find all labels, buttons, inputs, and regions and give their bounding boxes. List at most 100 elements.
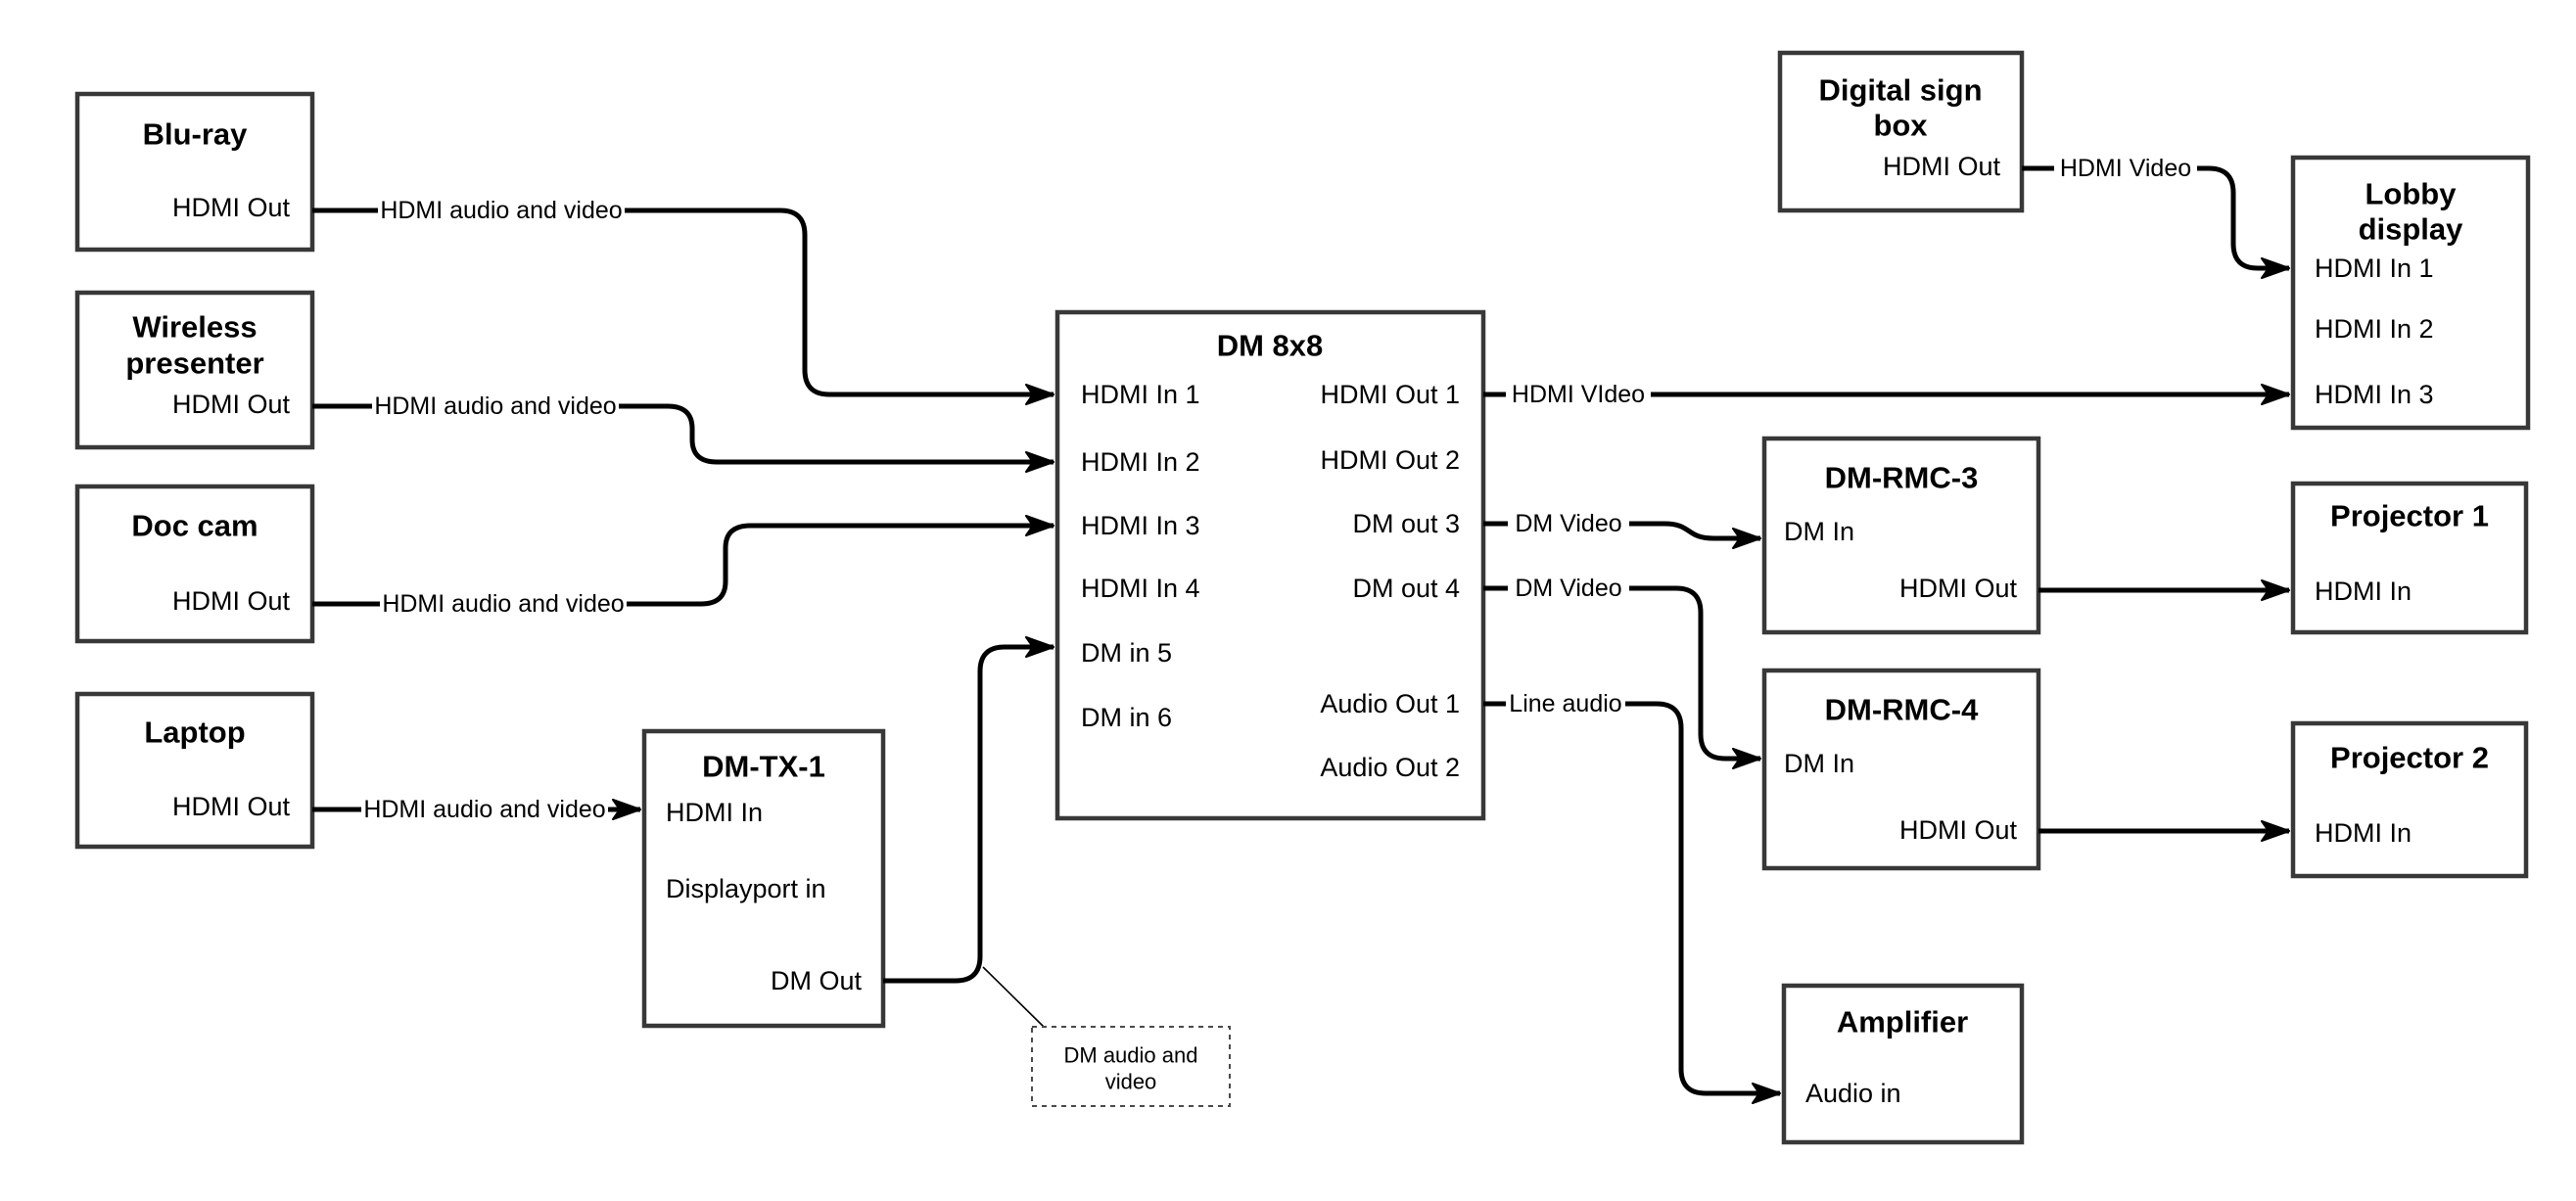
dm-8x8-port-hdmi-in-3: HDMI In 3 (1081, 511, 1200, 540)
wire-label-hdmi-video-out1: HDMI VIdeo (1512, 381, 1645, 408)
dm-rmc-3-port-dm-in: DM In (1784, 517, 1854, 546)
label-patch (372, 388, 619, 425)
wire-label-line-audio: Line audio (1509, 690, 1621, 717)
label-patch (361, 791, 608, 828)
doc-cam-title: Doc cam (131, 509, 258, 543)
node-laptop: Laptop HDMI Out (74, 691, 315, 850)
projector-2-box (2290, 720, 2529, 879)
node-amplifier: Amplifier Audio in (1781, 983, 2025, 1145)
digital-sign-title-line2: box (1873, 109, 1928, 143)
wire-dm8x8-out4-to-rmc4 (1483, 585, 1761, 769)
lobby-display-title-line2: display (2359, 212, 2464, 247)
label-patch (1506, 376, 1651, 413)
wire-digitalsign-to-lobby-in1 (2022, 165, 2290, 279)
dm-8x8-port-hdmi-out-2: HDMI Out 2 (1320, 445, 1460, 475)
wireless-port-hdmi-out: HDMI Out (172, 390, 291, 419)
dm-8x8-port-hdmi-in-2: HDMI In 2 (1081, 447, 1200, 477)
dm-8x8-port-hdmi-in-1: HDMI In 1 (1081, 380, 1200, 409)
node-dm-rmc-4: DM-RMC-4 DM In HDMI Out (1761, 668, 2041, 871)
dm-rmc-3-port-hdmi-out: HDMI Out (1899, 574, 2018, 603)
amplifier-title: Amplifier (1837, 1005, 1968, 1039)
note-text-line2: video (1105, 1070, 1157, 1094)
label-patch (2054, 150, 2197, 187)
doc-cam-port-hdmi-out: HDMI Out (172, 586, 291, 616)
wire-label-hdmi-video-digitalsign: HDMI Video (2060, 155, 2191, 182)
node-dm-8x8: DM 8x8 HDMI In 1 HDMI In 2 HDMI In 3 HDM… (1054, 309, 1486, 821)
node-projector-2: Projector 2 HDMI In (2290, 720, 2529, 879)
projector-1-port-hdmi-in: HDMI In (2315, 577, 2412, 606)
projector-1-box (2290, 481, 2529, 635)
projector-2-port-hdmi-in: HDMI In (2315, 818, 2412, 848)
digital-sign-port-hdmi-out: HDMI Out (1883, 152, 2001, 181)
dm-rmc-4-port-hdmi-out: HDMI Out (1899, 815, 2018, 845)
label-patch (1506, 685, 1625, 722)
dm-8x8-port-audio-out-1: Audio Out 1 (1320, 689, 1460, 718)
node-lobby-display: Lobby display HDMI In 1 HDMI In 2 HDMI I… (2290, 155, 2531, 431)
bluray-box (74, 91, 315, 253)
label-patch (1508, 570, 1629, 607)
dm-8x8-port-hdmi-out-1: HDMI Out 1 (1320, 380, 1460, 409)
note-box (1031, 1026, 1231, 1107)
node-doc-cam: Doc cam HDMI Out (74, 484, 315, 644)
wire-label-dm-video-out3: DM Video (1515, 510, 1621, 537)
wire-dm8x8-audio1-to-amplifier (1483, 701, 1781, 1104)
laptop-box (74, 691, 315, 850)
dm-tx-1-title: DM-TX-1 (702, 750, 825, 784)
wire-label-dm-video-out4: DM Video (1515, 575, 1621, 602)
dm-rmc-3-title: DM-RMC-3 (1825, 461, 1979, 495)
doc-cam-box (74, 484, 315, 644)
projector-2-title: Projector 2 (2330, 741, 2489, 775)
amplifier-box (1781, 983, 2025, 1145)
digital-sign-title-line1: Digital sign (1818, 73, 1982, 108)
node-bluray: Blu-ray HDMI Out (74, 91, 315, 253)
lobby-port-hdmi-in-1: HDMI In 1 (2315, 254, 2434, 283)
wire-label-wireless: HDMI audio and video (374, 393, 616, 420)
node-dm-tx-1: DM-TX-1 HDMI In Displayport in DM Out (641, 728, 886, 1029)
node-dm-rmc-3: DM-RMC-3 DM In HDMI Out (1761, 436, 2041, 635)
dm-rmc-3-box (1761, 436, 2041, 635)
wire-label-doccam: HDMI audio and video (382, 590, 624, 618)
dm-8x8-title: DM 8x8 (1217, 329, 1324, 363)
label-patch (378, 192, 625, 229)
laptop-port-hdmi-out: HDMI Out (172, 792, 291, 821)
dm-rmc-4-port-dm-in: DM In (1784, 749, 1854, 778)
laptop-title: Laptop (144, 716, 245, 750)
wire-labels: HDMI audio and video HDMI audio and vide… (361, 150, 2197, 828)
dm-rmc-4-title: DM-RMC-4 (1825, 693, 1979, 727)
node-projector-1: Projector 1 HDMI In (2290, 481, 2529, 635)
label-patch (1508, 505, 1629, 542)
wire-bluray-to-dm8x8-in1 (312, 208, 1054, 405)
label-patch (380, 585, 627, 623)
dm-8x8-port-dm-out-3: DM out 3 (1352, 509, 1460, 538)
lobby-port-hdmi-in-3: HDMI In 3 (2315, 380, 2434, 409)
amplifier-port-audio-in: Audio in (1805, 1079, 1901, 1108)
wire-label-bluray: HDMI audio and video (380, 197, 622, 224)
note-text-line1: DM audio and (1064, 1043, 1198, 1068)
lobby-port-hdmi-in-2: HDMI In 2 (2315, 314, 2434, 344)
wire-label-laptop: HDMI audio and video (363, 796, 605, 823)
wire-wireless-to-dm8x8-in2 (312, 403, 1054, 473)
projector-1-title: Projector 1 (2330, 499, 2489, 533)
bluray-port-hdmi-out: HDMI Out (172, 193, 291, 222)
dm-8x8-port-dm-out-4: DM out 4 (1352, 574, 1460, 603)
callout-leader-line (982, 966, 1045, 1028)
dm-rmc-4-box (1761, 668, 2041, 871)
dm-8x8-port-audio-out-2: Audio Out 2 (1320, 753, 1460, 782)
wireless-presenter-title-line2: presenter (125, 346, 263, 381)
dm-tx-1-port-displayport-in: Displayport in (666, 874, 826, 903)
digital-sign-box (1777, 50, 2025, 213)
node-digital-sign-box: Digital sign box HDMI Out (1777, 50, 2025, 213)
note-dm-audio-and-video: DM audio and video (1031, 1026, 1231, 1107)
wire-dm8x8-out3-to-rmc3 (1483, 521, 1761, 549)
dm-8x8-port-dm-in-5: DM in 5 (1081, 638, 1172, 668)
lobby-display-box (2290, 155, 2531, 431)
dm-8x8-box (1054, 309, 1486, 821)
bluray-title: Blu-ray (143, 117, 249, 152)
dm-8x8-port-dm-in-6: DM in 6 (1081, 703, 1172, 732)
dm-tx-1-box (641, 728, 886, 1029)
wire-doccam-to-dm8x8-in3 (312, 515, 1054, 607)
wireless-presenter-box (74, 290, 315, 450)
wire-dmtx1-to-dm8x8-in5 (883, 636, 1054, 984)
dm-tx-1-port-hdmi-in: HDMI In (666, 798, 763, 827)
